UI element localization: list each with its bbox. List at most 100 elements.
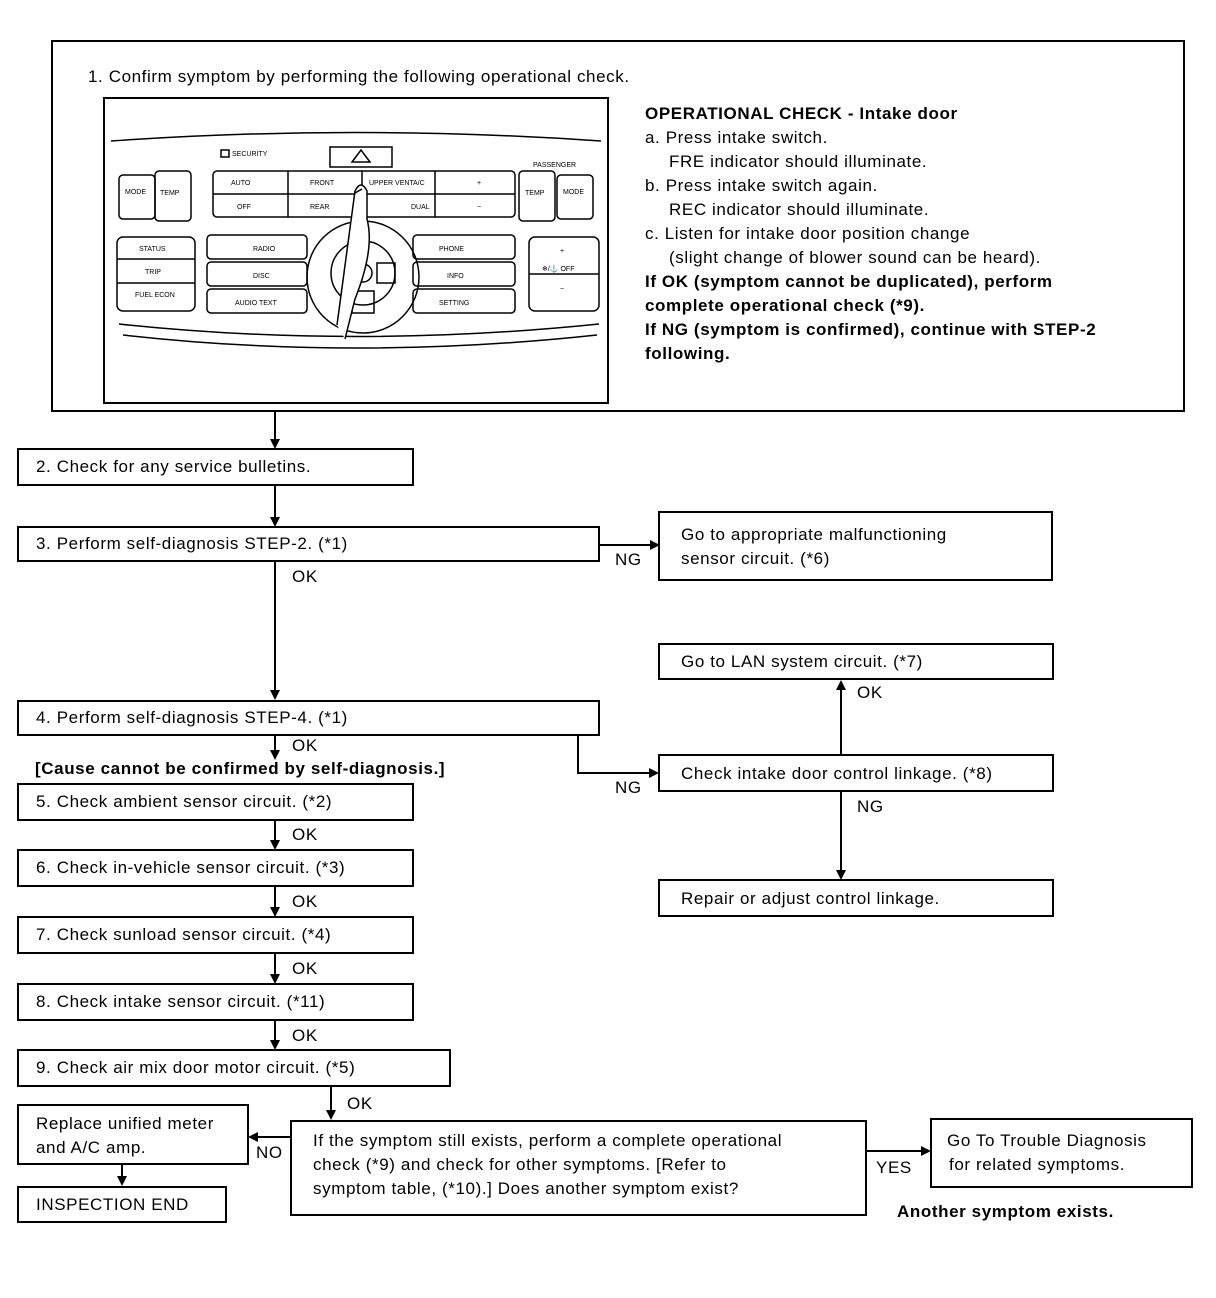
label-fan-minus: − — [560, 286, 564, 293]
control-panel-figure: SECURITY PASSENGER MODE TEMP AUTO OFF FR… — [103, 97, 609, 404]
label-mode-left: MODE — [125, 189, 146, 196]
label-mode-right: MODE — [563, 189, 584, 196]
lan-text: Go to LAN system circuit. (*7) — [681, 652, 923, 671]
trouble-line-2: for related symptoms. — [949, 1155, 1126, 1174]
question-yes-label: YES — [876, 1158, 912, 1177]
operational-check-title: OPERATIONAL CHECK - Intake door — [645, 104, 958, 123]
step3-text: 3. Perform self-diagnosis STEP-2. (*1) — [36, 534, 348, 553]
step4-box: 4. Perform self-diagnosis STEP-4. (*1) — [17, 700, 600, 736]
label-trip: TRIP — [145, 269, 161, 276]
step8-ok-label: OK — [292, 1026, 318, 1045]
label-fuel-econ: FUEL ECON — [135, 292, 175, 299]
question-line-3: symptom table, (*10).] Does another symp… — [313, 1179, 739, 1198]
linkage-box: Check intake door control linkage. (*8) — [658, 754, 1054, 792]
trouble-line-1: Go To Trouble Diagnosis — [947, 1131, 1147, 1150]
panel-top-edge — [110, 131, 602, 142]
step7-ok-label: OK — [292, 959, 318, 978]
step8-box: 8. Check intake sensor circuit. (*11) — [17, 983, 414, 1021]
step9-ok-label: OK — [347, 1094, 373, 1113]
step5-text: 5. Check ambient sensor circuit. (*2) — [36, 792, 333, 811]
step6-text: 6. Check in-vehicle sensor circuit. (*3) — [36, 858, 346, 877]
step9-text: 9. Check air mix door motor circuit. (*5… — [36, 1058, 356, 1077]
question-box: If the symptom still exists, perform a c… — [290, 1120, 867, 1216]
label-minus-top: − — [477, 204, 481, 211]
question-no-label: NO — [256, 1143, 283, 1162]
step3-ok-label: OK — [292, 567, 318, 586]
result-line-ok-1: If OK (symptom cannot be duplicated), pe… — [645, 272, 1053, 291]
trouble-diagnosis-box: Go To Trouble Diagnosis for related symp… — [930, 1118, 1193, 1188]
another-symptom-note: Another symptom exists. — [897, 1202, 1114, 1221]
result-line-ok-2: complete operational check (*9). — [645, 296, 925, 315]
malfunction-line-2: sensor circuit. (*6) — [681, 549, 830, 568]
temp-button-right — [518, 170, 556, 222]
operational-check-text: OPERATIONAL CHECK - Intake door a. Press… — [645, 102, 1096, 366]
replace-box: Replace unified meter and A/C amp. — [17, 1104, 249, 1165]
hazard-button — [329, 146, 393, 168]
label-defog-off: ❄/⚓ OFF — [542, 264, 574, 273]
label-disc: DISC — [253, 273, 270, 280]
linkage-ok-label: OK — [857, 683, 883, 702]
label-off: OFF — [237, 204, 251, 211]
label-phone: PHONE — [439, 246, 464, 253]
label-front: FRONT — [310, 180, 335, 187]
step5-ok-label: OK — [292, 825, 318, 844]
step3-box: 3. Perform self-diagnosis STEP-2. (*1) — [17, 526, 600, 562]
step6-box: 6. Check in-vehicle sensor circuit. (*3) — [17, 849, 414, 887]
label-temp-left: TEMP — [160, 190, 180, 197]
inspection-end-box: INSPECTION END — [17, 1186, 227, 1223]
label-radio: RADIO — [253, 246, 276, 253]
cause-note: [Cause cannot be confirmed by self-diagn… — [35, 759, 446, 778]
step2-box: 2. Check for any service bulletins. — [17, 448, 414, 486]
label-rear: REAR — [310, 204, 329, 211]
label-passenger: PASSENGER — [533, 162, 576, 169]
label-status: STATUS — [139, 246, 166, 253]
replace-line-1: Replace unified meter — [36, 1114, 214, 1133]
security-indicator — [220, 149, 230, 158]
radio-button — [206, 234, 308, 260]
lan-box: Go to LAN system circuit. (*7) — [658, 643, 1054, 680]
info-button — [412, 261, 516, 287]
inspection-end-text: INSPECTION END — [36, 1195, 189, 1214]
check-line-rec: REC indicator should illuminate. — [669, 200, 930, 219]
status-cluster — [116, 236, 196, 312]
label-temp-right: TEMP — [525, 190, 545, 197]
label-plus-top: + — [477, 180, 481, 187]
result-line-ng-2: following. — [645, 344, 731, 363]
label-ac: A/C — [413, 180, 425, 187]
step1-title: 1. Confirm symptom by performing the fol… — [88, 67, 630, 86]
step5-box: 5. Check ambient sensor circuit. (*2) — [17, 783, 414, 821]
check-line-a: a. Press intake switch. — [645, 128, 828, 147]
replace-line-2: and A/C amp. — [36, 1138, 147, 1157]
malfunction-line-1: Go to appropriate malfunctioning — [681, 525, 947, 544]
check-line-fre: FRE indicator should illuminate. — [669, 152, 928, 171]
step4-ng-label: NG — [615, 778, 642, 797]
repair-text: Repair or adjust control linkage. — [681, 889, 940, 908]
label-security: SECURITY — [232, 151, 268, 158]
label-auto: AUTO — [231, 180, 251, 187]
mode-button-left — [118, 174, 156, 220]
step7-text: 7. Check sunload sensor circuit. (*4) — [36, 925, 332, 944]
finger-illustration — [336, 184, 371, 340]
step4-text: 4. Perform self-diagnosis STEP-4. (*1) — [36, 708, 348, 727]
linkage-text: Check intake door control linkage. (*8) — [681, 764, 993, 783]
mode-button-right — [556, 174, 594, 220]
step1-box: 1. Confirm symptom by performing the fol… — [51, 40, 1185, 412]
repair-box: Repair or adjust control linkage. — [658, 879, 1054, 917]
step4-ok-label: OK — [292, 736, 318, 755]
temp-button-left — [154, 170, 192, 222]
check-line-c: c. Listen for intake door position chang… — [645, 224, 971, 243]
hazard-icon — [350, 148, 372, 163]
step3-ng-label: NG — [615, 550, 642, 569]
label-info: INFO — [447, 273, 464, 280]
question-line-1: If the symptom still exists, perform a c… — [313, 1131, 783, 1150]
question-line-2: check (*9) and check for other symptoms.… — [313, 1155, 727, 1174]
label-upper-vent: UPPER VENT — [369, 180, 414, 187]
label-dual: DUAL — [411, 204, 430, 211]
phone-button — [412, 234, 516, 260]
audio-text-button — [206, 288, 308, 314]
check-line-blower: (slight change of blower sound can be he… — [669, 248, 1041, 267]
step6-ok-label: OK — [292, 892, 318, 911]
result-line-ng-1: If NG (symptom is confirmed), continue w… — [645, 320, 1097, 339]
linkage-ng-label: NG — [857, 797, 884, 816]
